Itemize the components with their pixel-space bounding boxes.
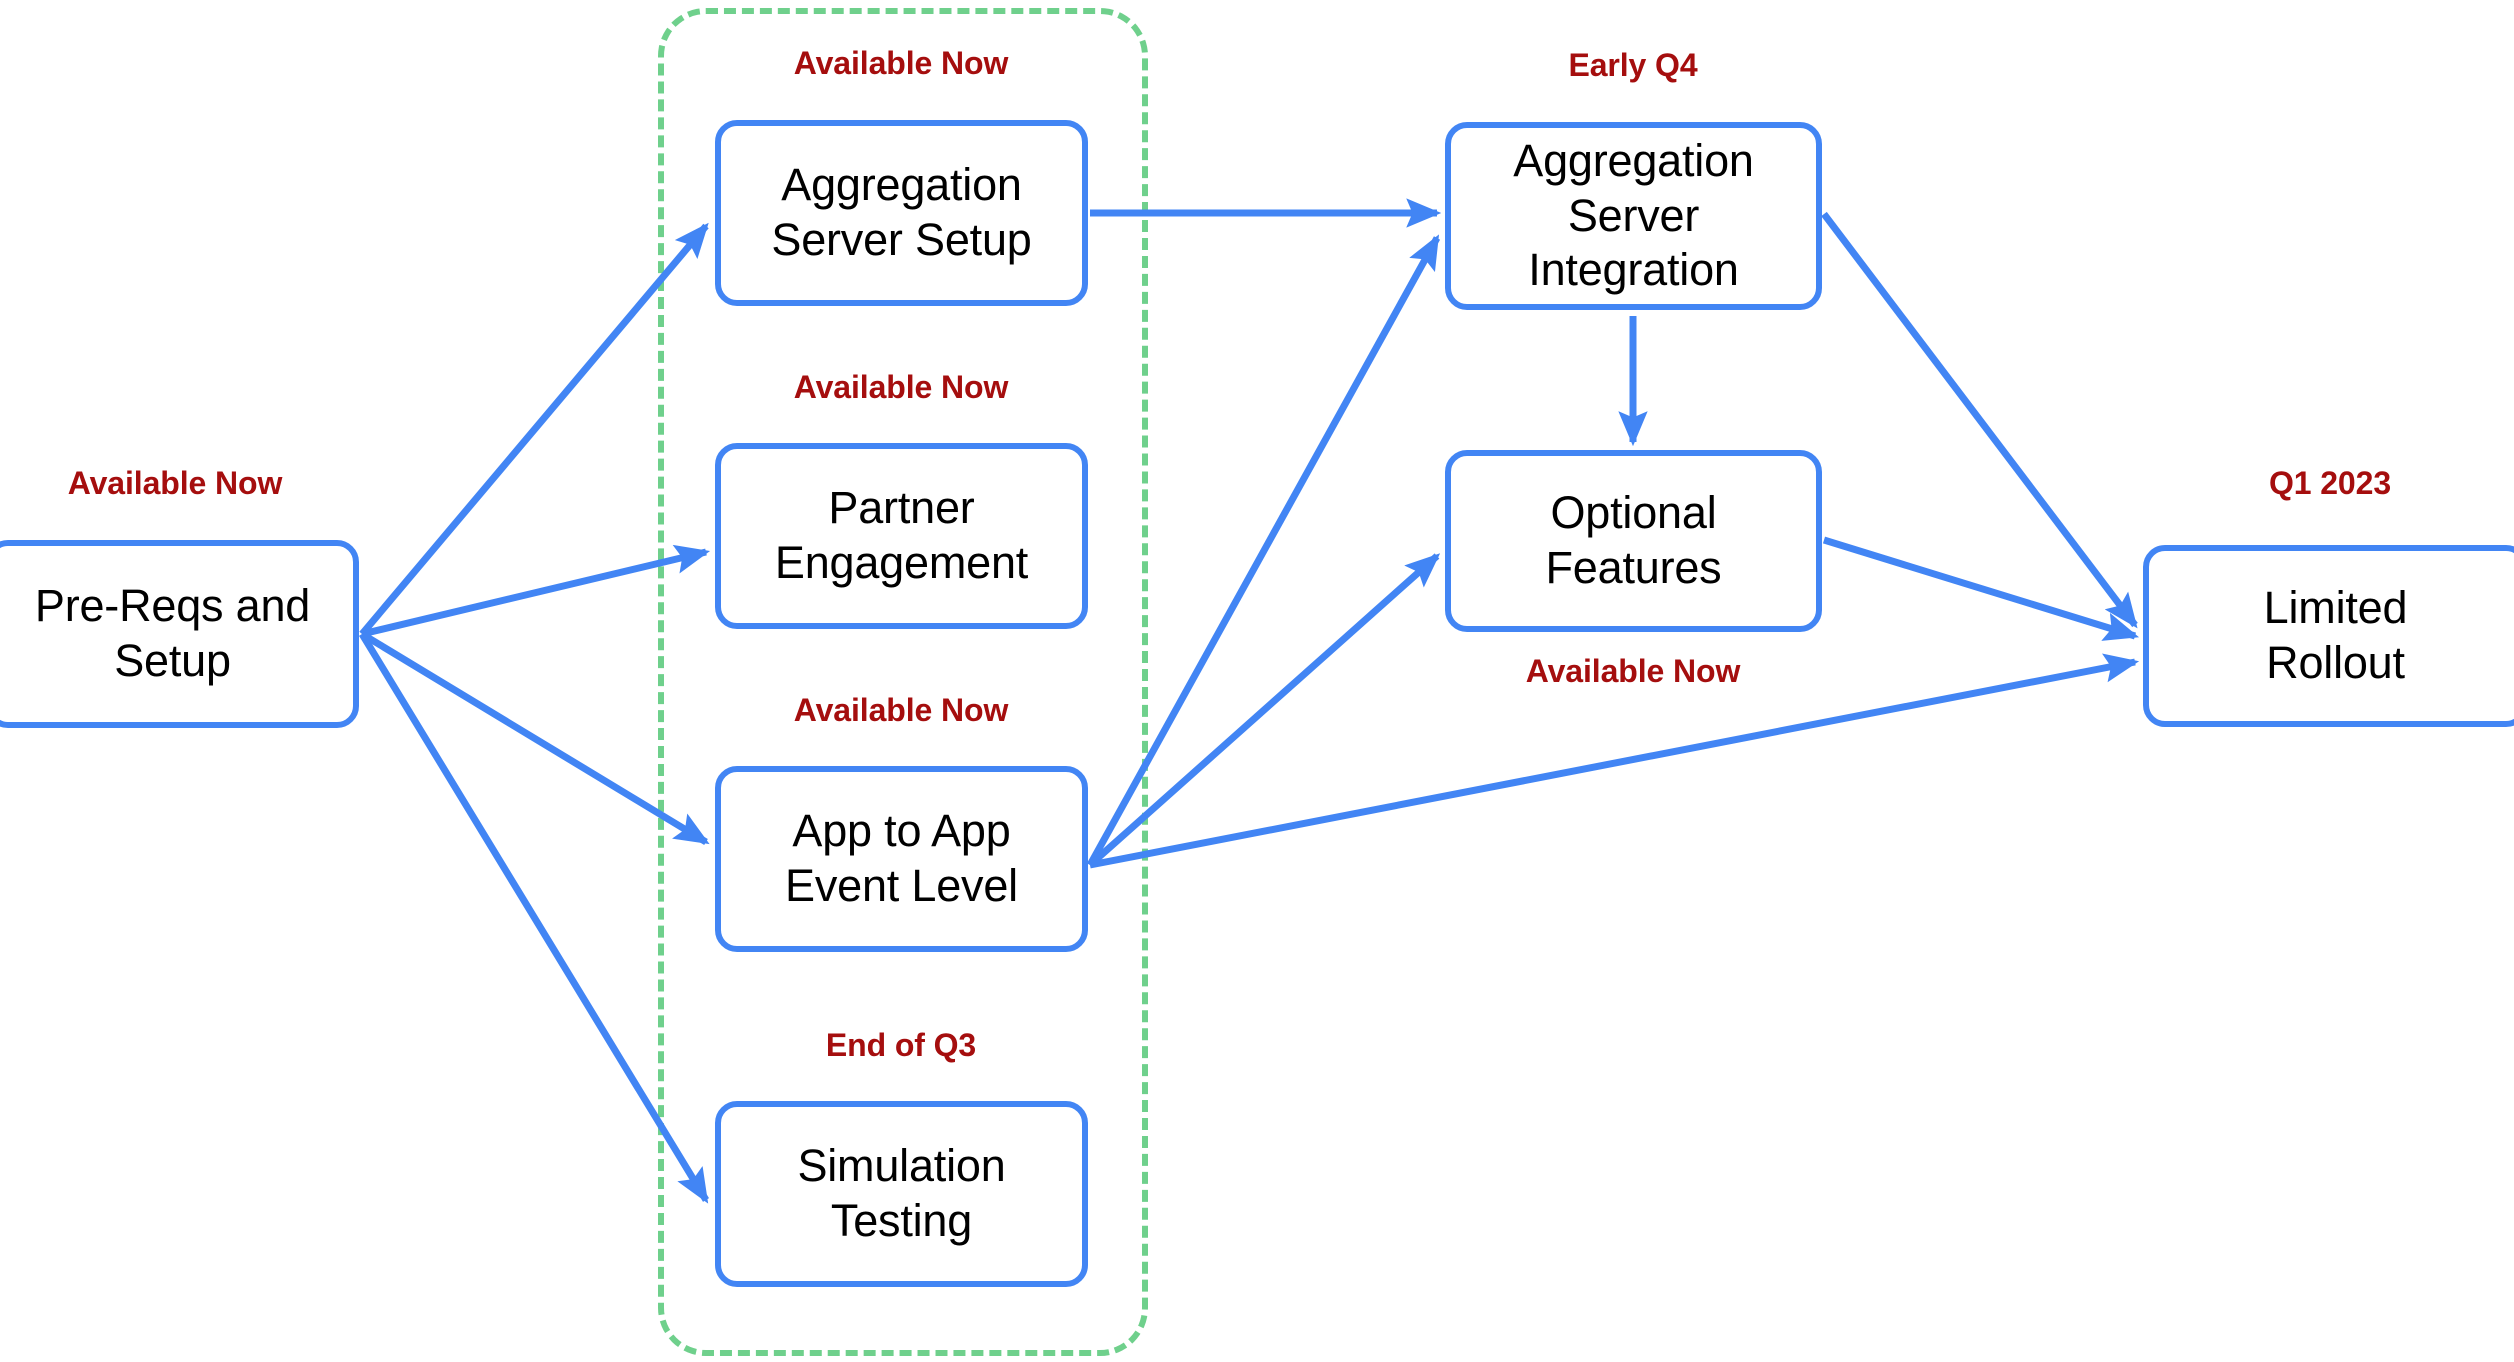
node-partner-engagement[interactable]: Partner Engagement	[715, 443, 1088, 629]
edge-pre-reqs-and-setup-to-partner-engagement	[361, 544, 711, 638]
edge-optional-features-to-limited-rollout	[1822, 536, 2140, 641]
edge-app-to-app-event-level-to-limited-rollout	[1089, 653, 2140, 869]
node-aggregation-server-setup[interactable]: Aggregation Server Setup	[715, 120, 1088, 306]
node-simulation-testing[interactable]: Simulation Testing	[715, 1101, 1088, 1287]
edge-pre-reqs-and-setup-to-app-to-app-event-level	[360, 631, 710, 845]
edge-pre-reqs-and-setup-to-simulation-testing	[359, 632, 709, 1204]
status-label-app-to-app-event-level: Available Now	[793, 692, 1009, 728]
node-limited-rollout[interactable]: Limited Rollout	[2143, 545, 2514, 727]
status-label-pre-reqs-and-setup: Available Now	[67, 465, 283, 501]
status-label-aggregation-server-setup: Available Now	[793, 45, 1009, 81]
status-label-limited-rollout: Q1 2023	[2268, 465, 2392, 501]
status-label-optional-features: Available Now	[1525, 653, 1741, 689]
node-app-to-app-event-level[interactable]: App to App Event Level	[715, 766, 1088, 952]
edge-aggregation-server-integration-to-limited-rollout	[1821, 211, 2138, 629]
edge-pre-reqs-and-setup-to-aggregation-server-setup	[359, 222, 709, 637]
node-aggregation-server-integration[interactable]: Aggregation Server Integration	[1445, 122, 1822, 310]
node-optional-features[interactable]: Optional Features	[1445, 450, 1822, 632]
node-pre-reqs-and-setup[interactable]: Pre-Reqs and Setup	[0, 540, 359, 728]
status-label-partner-engagement: Available Now	[793, 369, 1009, 405]
status-label-simulation-testing: End of Q3	[825, 1027, 977, 1063]
status-label-aggregation-server-integration: Early Q4	[1568, 47, 1698, 83]
